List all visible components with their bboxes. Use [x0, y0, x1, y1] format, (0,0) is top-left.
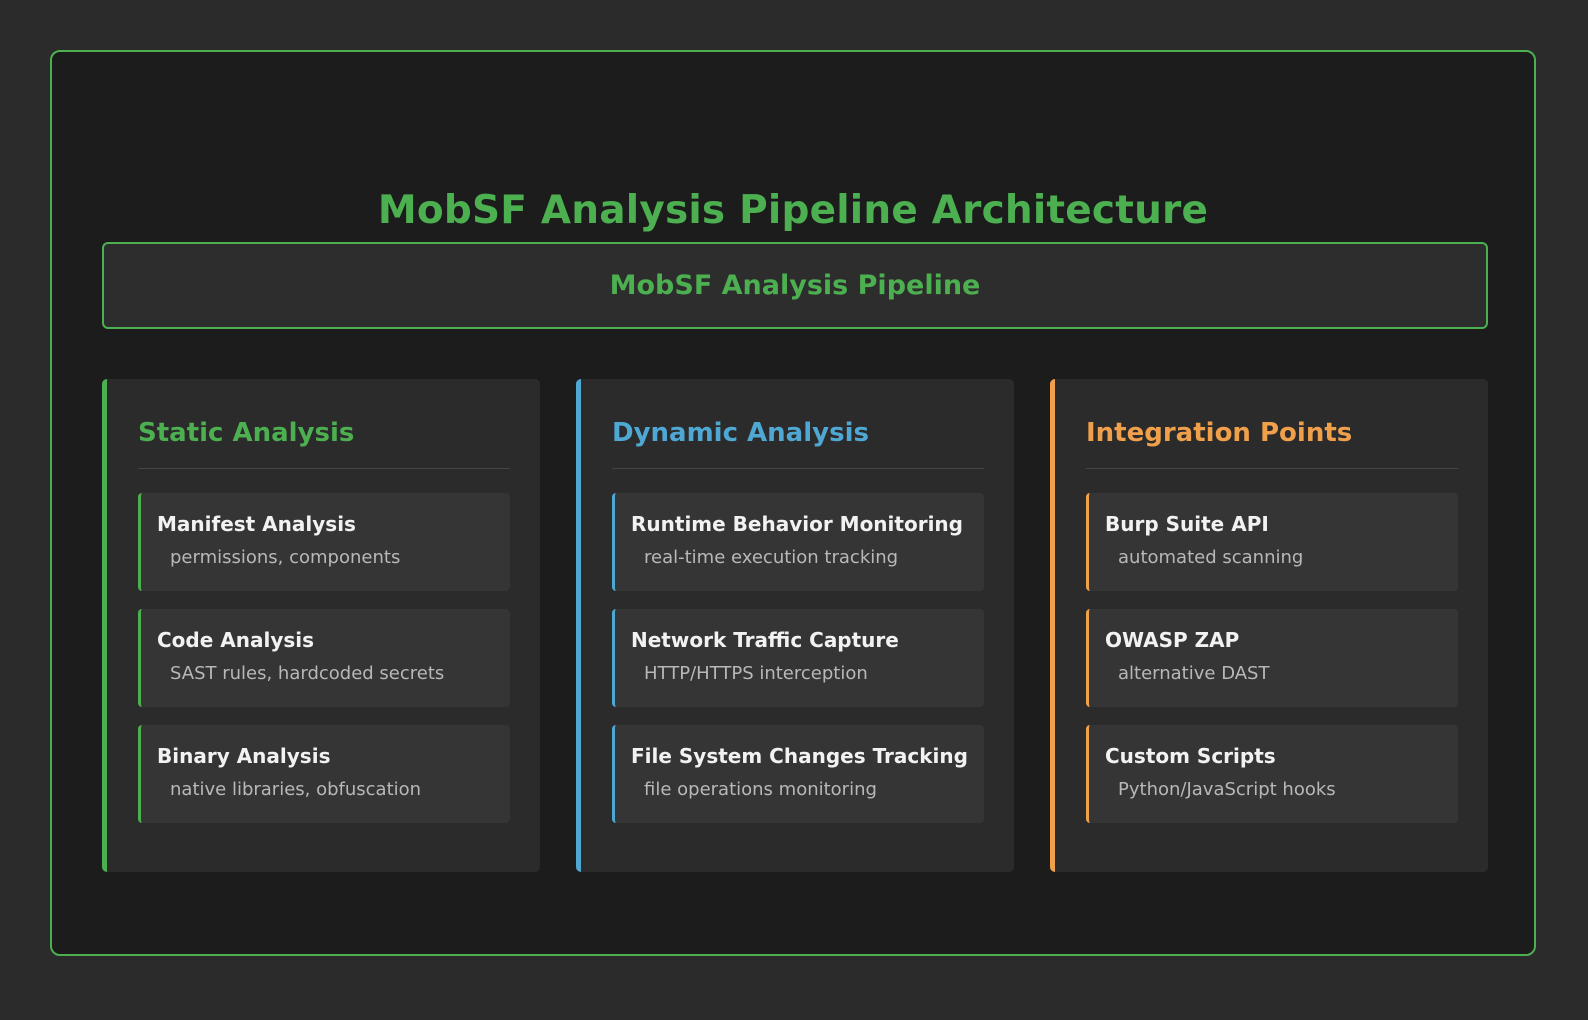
runtime-monitoring-card: Runtime Behavior Monitoring real-time ex…	[612, 493, 984, 591]
card-description: SAST rules, hardcoded secrets	[170, 663, 445, 684]
card-title: OWASP ZAP	[1105, 628, 1240, 652]
card-title: File System Changes Tracking	[631, 744, 968, 768]
card-description: Python/JavaScript hooks	[1118, 779, 1336, 800]
diagram-title: MobSF Analysis Pipeline Architecture	[377, 188, 1209, 233]
dynamic-analysis-title: Dynamic Analysis	[612, 415, 984, 469]
card-description: native libraries, obfuscation	[170, 779, 422, 800]
card-description: alternative DAST	[1118, 663, 1270, 684]
pipeline-header-box: MobSF Analysis Pipeline	[102, 242, 1488, 329]
card-title: Runtime Behavior Monitoring	[631, 512, 963, 536]
card-title: Code Analysis	[157, 628, 315, 652]
card-title: Binary Analysis	[157, 744, 331, 768]
card-title: Burp Suite API	[1105, 512, 1269, 536]
burp-suite-card: Burp Suite API automated scanning	[1086, 493, 1458, 591]
manifest-analysis-card: Manifest Analysis permissions, component…	[138, 493, 510, 591]
custom-scripts-card: Custom Scripts Python/JavaScript hooks	[1086, 725, 1458, 823]
card-description: permissions, components	[170, 547, 401, 568]
card-description: file operations monitoring	[644, 779, 877, 800]
card-title: Manifest Analysis	[157, 512, 356, 536]
card-title: Network Traffic Capture	[631, 628, 899, 652]
card-description: automated scanning	[1118, 547, 1304, 568]
network-capture-card: Network Traffic Capture HTTP/HTTPS inter…	[612, 609, 984, 707]
diagram-container: MobSF Analysis Pipeline Architecture Mob…	[50, 50, 1536, 956]
card-description: real-time execution tracking	[644, 547, 899, 568]
code-analysis-card: Code Analysis SAST rules, hardcoded secr…	[138, 609, 510, 707]
binary-analysis-card: Binary Analysis native libraries, obfusc…	[138, 725, 510, 823]
card-title: Custom Scripts	[1105, 744, 1276, 768]
dynamic-analysis-column: Dynamic Analysis Runtime Behavior Monito…	[576, 379, 1014, 872]
owasp-zap-card: OWASP ZAP alternative DAST	[1086, 609, 1458, 707]
integration-points-title: Integration Points	[1086, 415, 1458, 469]
static-analysis-title: Static Analysis	[138, 415, 510, 469]
file-system-tracking-card: File System Changes Tracking file operat…	[612, 725, 984, 823]
static-analysis-column: Static Analysis Manifest Analysis permis…	[102, 379, 540, 872]
pipeline-label: MobSF Analysis Pipeline	[609, 270, 981, 301]
card-description: HTTP/HTTPS interception	[644, 663, 868, 684]
integration-points-column: Integration Points Burp Suite API automa…	[1050, 379, 1488, 872]
